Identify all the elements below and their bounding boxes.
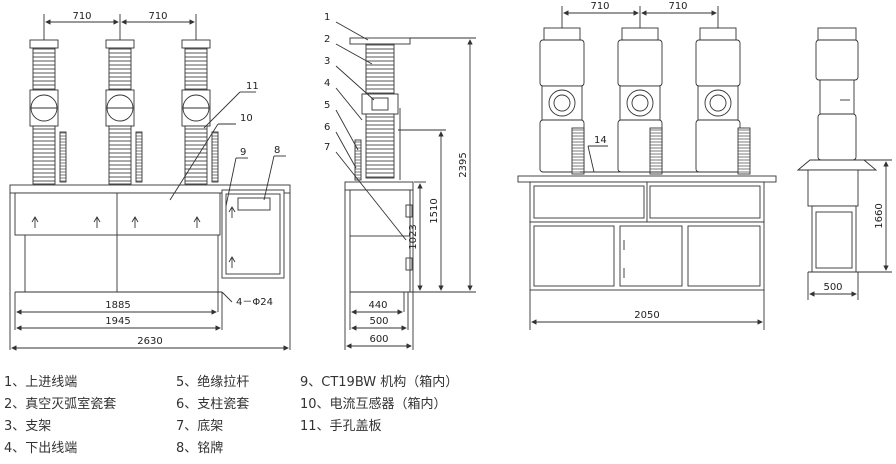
legend-item-11: 11、手孔盖板	[300, 419, 382, 434]
side-view	[335, 21, 476, 350]
callout-9: 9	[240, 147, 246, 158]
rear-top-dim-right: 710	[668, 1, 687, 12]
legend-item-7: 7、底架	[176, 419, 224, 434]
dim-440: 440	[368, 300, 387, 311]
front-top-dim-left: 710	[72, 11, 91, 22]
rear-pole-3	[695, 27, 741, 173]
dim-500-side: 500	[369, 316, 388, 327]
legend-item-6: 6、支柱瓷套	[176, 397, 250, 412]
dim-2630: 2630	[137, 336, 162, 347]
front-top-dim-right: 710	[148, 11, 167, 22]
front-view	[9, 14, 291, 351]
height-1023: 1023	[408, 224, 419, 249]
front-pole-2	[105, 39, 135, 185]
side-view-labels: 1 2 3 4 5 6 7 2395 1510 1023 440 500 600	[324, 12, 469, 345]
parts-legend: 1、上进线端 2、真空灭弧室瓷套 3、支架 4、下出线端 5、绝缘拉杆 6、支柱…	[0, 373, 896, 464]
height-1510: 1510	[429, 198, 440, 223]
legend-item-1: 1、上进线端	[4, 375, 78, 390]
end-view-labels: 1660 500	[823, 203, 885, 293]
callout-4: 4	[324, 78, 330, 89]
callout-14: 14	[594, 135, 607, 146]
dim-2050: 2050	[634, 310, 659, 321]
dim-500-end: 500	[823, 282, 842, 293]
callout-5: 5	[324, 100, 330, 111]
legend-item-5: 5、绝缘拉杆	[176, 375, 250, 390]
callout-3: 3	[324, 56, 330, 67]
legend-item-4: 4、下出线端	[4, 441, 78, 456]
callout-10: 10	[240, 113, 253, 124]
dim-1945: 1945	[105, 316, 130, 327]
hole-note: 4－Φ24	[236, 297, 273, 308]
rear-pole-2	[617, 27, 663, 173]
legend-item-2: 2、真空灭弧室瓷套	[4, 397, 117, 412]
front-view-labels: 710 710 11 10 9 8 4－Φ24 1885 1945 2630	[72, 11, 280, 347]
legend-item-8: 8、铭牌	[176, 441, 224, 456]
callout-7: 7	[324, 142, 330, 153]
callout-2: 2	[324, 34, 330, 45]
callout-11: 11	[246, 81, 259, 92]
height-1660: 1660	[874, 203, 885, 228]
height-2395: 2395	[458, 152, 469, 177]
technical-drawing: 710 710 11 10 9 8 4－Φ24 1885 1945 2630	[9, 1, 892, 351]
dim-1885: 1885	[105, 300, 130, 311]
end-view	[796, 27, 892, 300]
rear-top-dim-left: 710	[590, 1, 609, 12]
nameplate	[237, 197, 271, 211]
rear-view-labels: 710 710 14 2050	[590, 1, 687, 321]
callout-8: 8	[274, 145, 280, 156]
legend-item-9: 9、CT19BW 机构（箱内）	[300, 375, 459, 390]
callout-6: 6	[324, 122, 330, 133]
callout-1: 1	[324, 12, 330, 23]
rear-view	[517, 6, 777, 330]
legend-item-3: 3、支架	[4, 419, 52, 434]
front-pole-3	[181, 39, 211, 185]
dim-600: 600	[369, 334, 388, 345]
front-pole-1	[29, 39, 59, 185]
legend-item-10: 10、电流互感器（箱内）	[300, 397, 447, 412]
